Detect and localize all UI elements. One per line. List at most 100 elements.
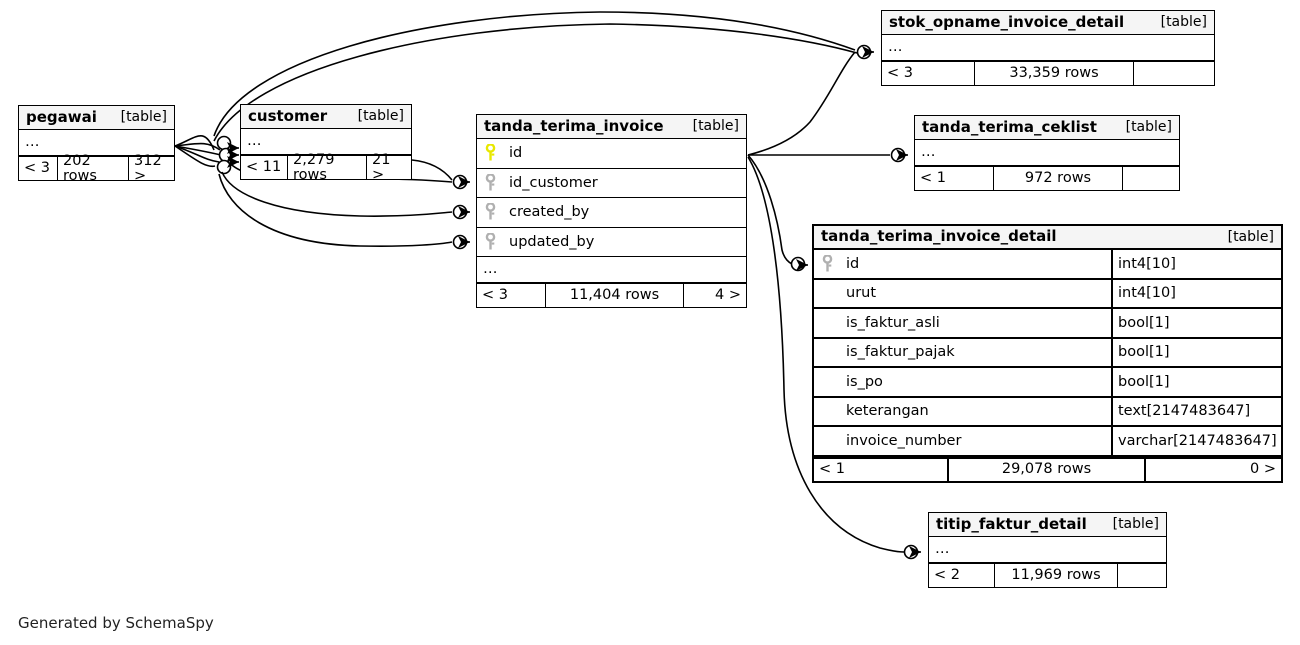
table-tanda-terima-invoice-detail[interactable]: tanda_terima_invoice_detail [table] id i…	[812, 224, 1283, 483]
table-row[interactable]: id_customer	[477, 168, 746, 198]
table-row[interactable]: invoice_number varchar[2147483647]	[814, 427, 1281, 457]
table-header: pegawai [table]	[19, 106, 174, 130]
table-title: pegawai	[26, 107, 97, 126]
column-cell: id_customer	[477, 173, 746, 192]
table-type-tag: [table]	[357, 108, 404, 124]
column-name: urut	[846, 285, 877, 301]
collapsed-columns-ellipsis: …	[882, 35, 1214, 61]
table-type-tag: [table]	[1112, 516, 1159, 532]
footer-parents-count: < 3	[24, 160, 50, 177]
foreign-key-icon	[822, 254, 833, 272]
column-type: text[2147483647]	[1111, 397, 1281, 425]
footer-parents-count: < 11	[246, 159, 282, 176]
footer-children-count: 21 >	[372, 152, 391, 183]
column-type: bool[1]	[1111, 368, 1281, 396]
table-header: tanda_terima_ceklist [table]	[915, 116, 1179, 140]
foreign-key-icon	[485, 203, 496, 220]
column-name: updated_by	[509, 233, 595, 250]
footer-children-count: 0 >	[1250, 461, 1276, 478]
table-stok-opname-invoice-detail[interactable]: stok_opname_invoice_detail [table] … < 3…	[881, 10, 1215, 86]
footer-parents-count: < 1	[920, 170, 946, 187]
column-cell: is_faktur_asli	[814, 314, 1111, 332]
footer-parents-count: < 3	[482, 287, 508, 304]
footer-children-count: 312 >	[134, 153, 162, 184]
column-type: bool[1]	[1111, 309, 1281, 337]
footer-row-count: 29,078 rows	[947, 458, 1146, 481]
footer-row-count: 33,359 rows	[974, 62, 1134, 85]
column-name: id	[509, 145, 523, 161]
table-footer: < 3 33,359 rows	[882, 61, 1214, 85]
column-type: int4[10]	[1111, 250, 1281, 278]
table-tanda-terima-ceklist[interactable]: tanda_terima_ceklist [table] … < 1 972 r…	[914, 115, 1180, 191]
collapsed-columns-ellipsis: …	[19, 130, 174, 156]
column-cell: urut	[814, 284, 1111, 302]
column-name: is_faktur_pajak	[846, 344, 955, 360]
column-name: id_customer	[509, 174, 598, 191]
footer-row-count: 972 rows	[993, 167, 1123, 190]
column-name: created_by	[509, 204, 590, 220]
table-row[interactable]: keterangan text[2147483647]	[814, 397, 1281, 427]
column-name: id	[846, 255, 860, 272]
table-type-tag: [table]	[692, 118, 739, 134]
table-header: tanda_terima_invoice [table]	[477, 115, 746, 139]
foreign-key-icon	[485, 173, 496, 191]
table-header: stok_opname_invoice_detail [table]	[882, 11, 1214, 35]
column-name: is_po	[846, 373, 883, 390]
table-row[interactable]: id int4[10]	[814, 250, 1281, 280]
footer-row-count: 202 rows	[57, 154, 129, 183]
column-name: is_faktur_asli	[846, 314, 940, 331]
table-tanda-terima-invoice[interactable]: tanda_terima_invoice [table] id i	[476, 114, 747, 308]
column-type: int4[10]	[1111, 279, 1281, 307]
table-row[interactable]: updated_by	[477, 227, 746, 257]
table-row[interactable]: is_faktur_pajak bool[1]	[814, 338, 1281, 368]
footer-row-count: 2,279 rows	[287, 153, 367, 182]
footer-parents-count: < 1	[819, 461, 845, 478]
footer-row-count: 11,404 rows	[545, 284, 684, 307]
collapsed-columns-ellipsis: …	[915, 140, 1179, 166]
table-row[interactable]: created_by	[477, 198, 746, 228]
footer-children-count	[1123, 167, 1179, 190]
column-cell: updated_by	[477, 232, 746, 251]
foreign-key-icon	[485, 232, 496, 250]
footer-children-count	[1118, 564, 1166, 587]
table-pegawai[interactable]: pegawai [table] … < 3 202 rows 312 >	[18, 105, 175, 184]
table-type-tag: [table]	[1125, 119, 1172, 135]
column-cell: created_by	[477, 203, 746, 221]
footer-parents-count: < 3	[887, 65, 913, 82]
column-cell: invoice_number	[814, 432, 1111, 450]
table-customer[interactable]: customer [table] … < 11 2,279 rows 21 >	[240, 104, 412, 183]
column-cell: is_po	[814, 373, 1111, 391]
table-header: tanda_terima_invoice_detail [table]	[814, 226, 1281, 250]
generated-by-label: Generated by SchemaSpy	[18, 614, 214, 632]
table-title: tanda_terima_invoice	[484, 116, 664, 135]
table-type-tag: [table]	[1227, 228, 1274, 245]
column-cell: id	[814, 254, 1111, 273]
table-titip-faktur-detail[interactable]: titip_faktur_detail [table] … < 2 11,969…	[928, 512, 1167, 588]
table-row[interactable]: id	[477, 139, 746, 169]
collapsed-columns-ellipsis: …	[929, 537, 1166, 563]
table-title: customer	[248, 106, 328, 125]
footer-row-count: 11,969 rows	[994, 564, 1118, 587]
table-header: titip_faktur_detail [table]	[929, 513, 1166, 537]
table-row[interactable]: is_po bool[1]	[814, 368, 1281, 398]
table-footer: < 1 972 rows	[915, 166, 1179, 190]
table-row[interactable]: urut int4[10]	[814, 279, 1281, 309]
column-type: varchar[2147483647]	[1111, 427, 1281, 455]
collapsed-columns-ellipsis: …	[477, 257, 746, 283]
column-name: invoice_number	[846, 432, 962, 449]
table-footer: < 3 202 rows 312 >	[19, 153, 174, 184]
table-title: stok_opname_invoice_detail	[889, 12, 1125, 31]
table-type-tag: [table]	[1160, 14, 1207, 30]
table-title: titip_faktur_detail	[936, 514, 1087, 533]
column-name: keterangan	[846, 403, 929, 419]
table-header: customer [table]	[241, 105, 411, 129]
column-cell: is_faktur_pajak	[814, 343, 1111, 361]
column-cell: id	[477, 144, 746, 162]
table-title: tanda_terima_invoice_detail	[821, 227, 1057, 245]
footer-children-count	[1134, 62, 1214, 85]
table-row[interactable]: is_faktur_asli bool[1]	[814, 309, 1281, 339]
column-cell: keterangan	[814, 402, 1111, 420]
table-footer: < 2 11,969 rows	[929, 563, 1166, 587]
column-type: bool[1]	[1111, 338, 1281, 366]
